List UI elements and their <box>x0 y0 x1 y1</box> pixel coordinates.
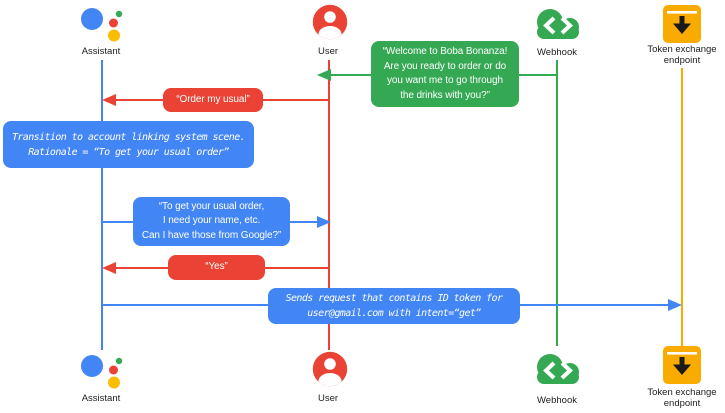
actor-label-token-endpoint-top: Token exchange endpoint <box>647 44 717 66</box>
webhook-lifeline <box>556 60 558 346</box>
token-endpoint-lifeline <box>681 68 683 346</box>
assistant-lifeline <box>101 60 103 350</box>
assistant-icon <box>81 355 123 389</box>
assistant-icon <box>81 8 123 42</box>
webhook-icon <box>537 9 579 39</box>
yes-message: “Yes” <box>168 255 265 280</box>
yes-arrowhead <box>102 262 116 274</box>
actor-label-assistant-top: Assistant <box>81 46 121 57</box>
actor-label-token-endpoint-bottom: Token exchange endpoint <box>647 387 717 409</box>
user-icon <box>312 4 348 40</box>
actor-label-user-bottom: User <box>317 393 339 404</box>
token-endpoint-icon <box>663 5 701 43</box>
actor-label-webhook-top: Webhook <box>537 47 577 58</box>
actor-label-webhook-bottom: Webhook <box>537 395 577 406</box>
welcome-arrowhead <box>317 69 331 81</box>
order-message: “Order my usual” <box>163 88 263 112</box>
sends-request-message: Sends request that contains ID token for… <box>268 288 520 324</box>
actor-label-user-top: User <box>317 46 339 57</box>
order-arrowhead <box>102 94 116 106</box>
webhook-icon <box>537 354 579 384</box>
user-lifeline <box>328 60 330 350</box>
user-icon <box>312 351 348 387</box>
account-linking-note: Transition to account linking system sce… <box>3 121 254 168</box>
sends-request-arrowhead <box>668 299 682 311</box>
ask-arrowhead <box>317 216 331 228</box>
ask-permission-message: “To get your usual order, I need your na… <box>133 197 290 246</box>
actor-label-assistant-bottom: Assistant <box>81 393 121 404</box>
welcome-message: “Welcome to Boba Bonanza! Are you ready … <box>371 41 519 107</box>
token-endpoint-icon <box>663 346 701 384</box>
